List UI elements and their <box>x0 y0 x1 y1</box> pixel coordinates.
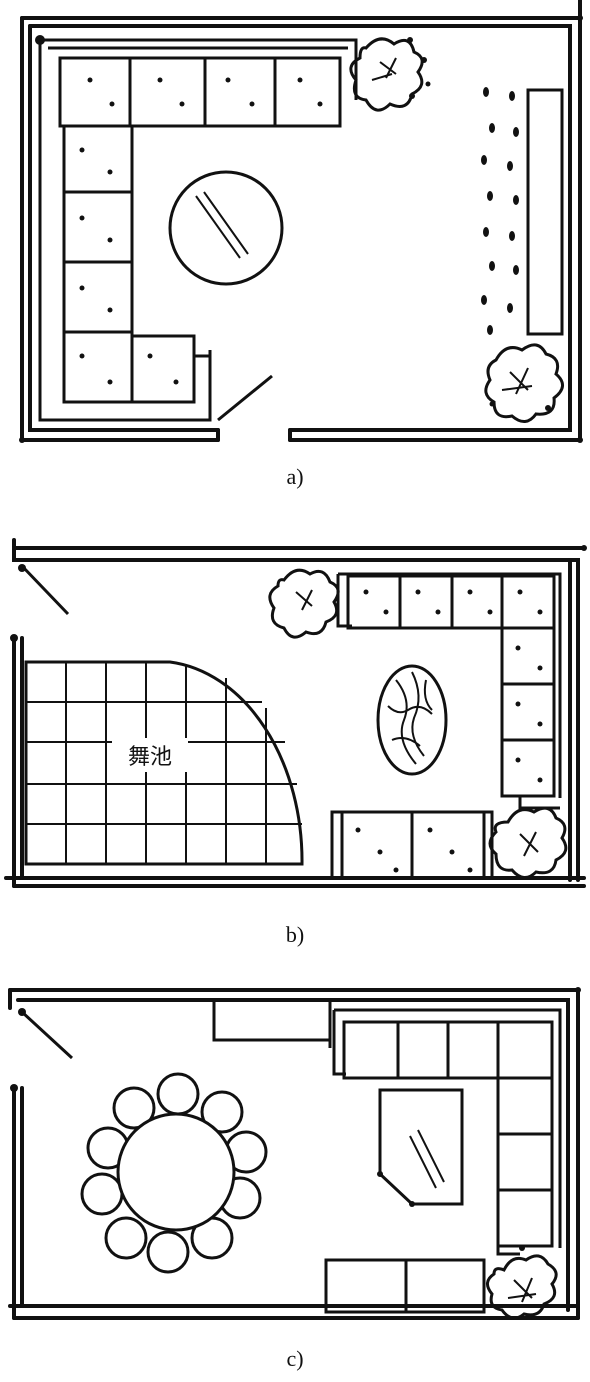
inner-wall <box>38 38 358 422</box>
sofa-bottom <box>324 1258 486 1314</box>
door-swing-icon <box>18 564 70 616</box>
caption-a: a) <box>286 464 304 489</box>
caption-c: c) <box>286 1346 304 1371</box>
sofa-l-shaped <box>332 1008 562 1256</box>
outer-wall <box>19 0 583 443</box>
potted-plant-icon <box>484 343 564 423</box>
glass-coffee-table <box>377 1088 464 1207</box>
dance-floor: 舞池 <box>24 660 304 866</box>
sideboard-cabinet <box>212 998 332 1048</box>
potted-plant-icon <box>488 806 568 879</box>
sofa-l-shaped <box>58 56 342 404</box>
door-swing-icon <box>18 1008 74 1060</box>
sofa-l-shaped <box>336 572 562 810</box>
caption-b: b) <box>285 922 305 947</box>
sofa-bottom <box>330 810 494 880</box>
door-swing-icon <box>217 374 273 422</box>
round-coffee-table <box>168 170 284 286</box>
floor-plan-b: 舞池 <box>0 530 590 900</box>
potted-plant-icon <box>486 1245 558 1320</box>
dance-floor-label: 舞池 <box>128 745 172 770</box>
round-dining-table <box>80 1072 268 1274</box>
floor-plan-a <box>0 0 590 460</box>
oval-coffee-table <box>376 664 448 776</box>
potted-plant-icon <box>349 37 431 112</box>
planter-strip <box>481 87 564 336</box>
potted-plant-icon <box>268 568 340 639</box>
outer-wall <box>8 987 581 1320</box>
floor-plan-c <box>0 978 590 1328</box>
